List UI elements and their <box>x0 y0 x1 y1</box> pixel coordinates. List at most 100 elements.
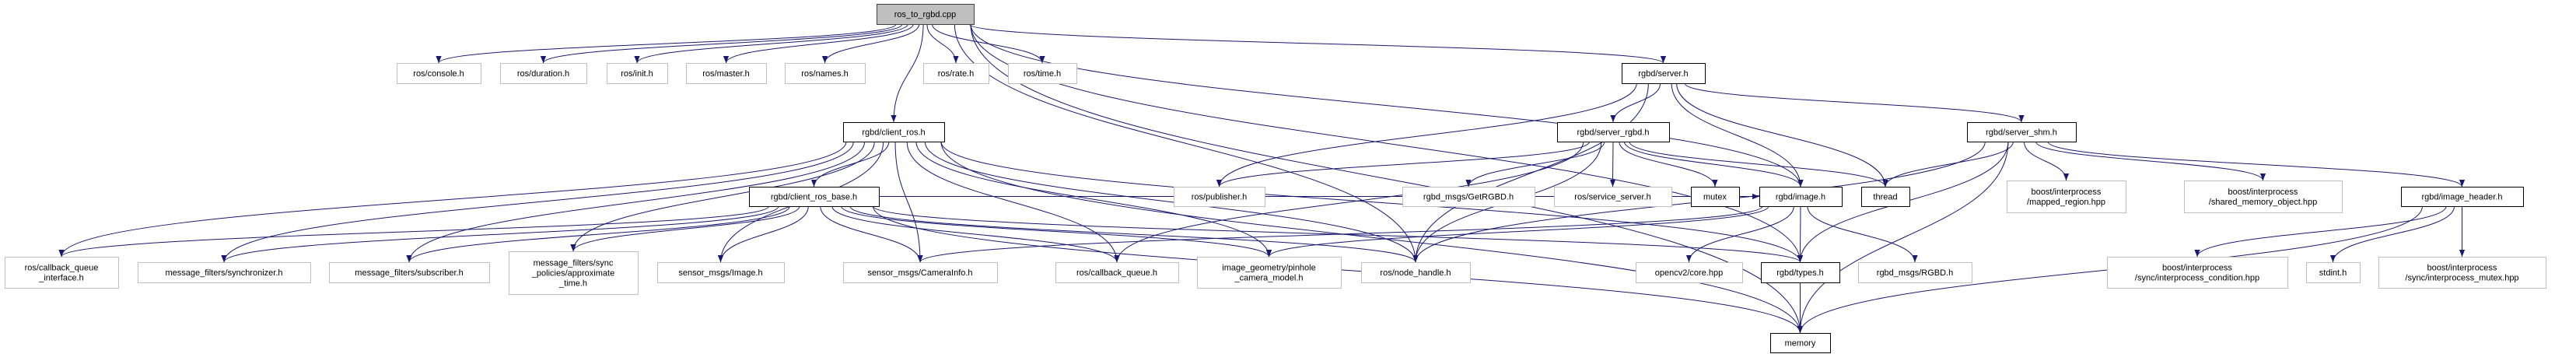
node-box <box>1770 333 1831 353</box>
node-label: boost/interprocess <box>2032 188 2102 197</box>
edge-server-rgbd-to-thread <box>1629 141 1888 188</box>
node-label: ros_to_rgbd.cpp <box>894 10 957 19</box>
node-box <box>5 257 119 289</box>
edge-client-ros-to-synchronizer <box>221 141 854 263</box>
node-box <box>1861 187 1910 207</box>
node-label: rgbd/types.h <box>1776 268 1824 278</box>
node-image-header[interactable]: rgbd/image_header.h <box>2401 187 2524 207</box>
node-label: sensor_msgs/Image.h <box>678 268 762 278</box>
edge-client-ros-to-subscriber <box>406 141 866 263</box>
edge-client-ros-base-to-approx-time <box>570 205 800 252</box>
node-node-handle: ros/node_handle.h <box>1361 262 1471 283</box>
node-mutex[interactable]: mutex <box>1691 187 1740 207</box>
node-label: rgbd/client_ros.h <box>862 128 925 138</box>
node-label: sensor_msgs/CameraInfo.h <box>867 268 972 278</box>
edge-client-ros-base-to-camera-info <box>820 205 923 263</box>
edge-client-ros-base-to-callback-queue <box>831 205 1120 263</box>
node-box <box>1554 187 1672 207</box>
node-box <box>1055 262 1179 283</box>
edge-server-rgbd-to-getrgbd <box>1465 141 1605 188</box>
node-box <box>657 262 785 283</box>
edge-server-shm-to-image-header <box>2047 141 2465 188</box>
node-server[interactable]: rgbd/server.h <box>1622 63 1706 84</box>
edge-client-ros-to-node-handle <box>924 141 1419 263</box>
node-thread[interactable]: thread <box>1861 187 1910 207</box>
edge-server-to-node-handle <box>1412 82 1649 263</box>
node-label: ros/callback_queue.h <box>1076 268 1157 278</box>
node-label: thread <box>1873 193 1897 202</box>
node-label: boost/interprocess <box>2427 264 2497 273</box>
node-label: opencv2/core.hpp <box>1655 268 1723 278</box>
edge-server-to-server-rgbd <box>1610 82 1661 123</box>
edge-root-to-names <box>821 23 920 64</box>
node-time: ros/time.h <box>1008 63 1077 84</box>
node-camera-info: sensor_msgs/CameraInfo.h <box>843 262 998 283</box>
edge-server-shm-to-shared-memory-object <box>2035 141 2266 181</box>
edge-client-ros-base-to-sensor-image <box>717 205 809 263</box>
node-box <box>1361 262 1471 283</box>
node-box <box>686 63 767 84</box>
edge-client-ros-to-callback-queue <box>906 141 1120 263</box>
node-ip-condition: boost/interprocess/sync/interprocess_con… <box>2107 257 2288 289</box>
node-names: ros/names.h <box>785 63 866 84</box>
node-label: rgbd/server_rgbd.h <box>1577 128 1650 138</box>
node-label: _policies/approximate <box>531 269 614 279</box>
node-server-shm[interactable]: rgbd/server_shm.h <box>1967 122 2077 142</box>
edge-root-to-duration <box>541 23 903 64</box>
node-box <box>1008 63 1077 84</box>
edge-client-ros-to-memory <box>940 141 1804 334</box>
edge-server-to-server-shm <box>1684 82 2025 123</box>
node-label: message_filters/synchronizer.h <box>165 268 282 278</box>
edge-server-to-publisher <box>1216 82 1637 188</box>
node-label: rgbd/client_ros_base.h <box>771 193 857 202</box>
node-box <box>843 122 945 142</box>
node-root[interactable]: ros_to_rgbd.cpp <box>877 4 975 25</box>
node-box <box>500 63 587 84</box>
node-memory[interactable]: memory <box>1770 333 1831 353</box>
node-box <box>1174 187 1265 207</box>
node-box <box>1197 257 1342 289</box>
node-box <box>138 262 311 283</box>
node-box <box>1759 187 1843 207</box>
node-client-ros-base[interactable]: rgbd/client_ros_base.h <box>749 187 880 207</box>
node-label: image_geometry/pinhole <box>1222 264 1315 273</box>
node-box <box>1402 187 1535 207</box>
node-sensor-image: sensor_msgs/Image.h <box>657 262 785 283</box>
node-label: rgbd_msgs/RGBD.h <box>1877 268 1953 278</box>
edge-root-to-memory <box>970 23 1804 334</box>
node-label: /mapped_region.hpp <box>2027 198 2105 207</box>
node-stdint: stdint.h <box>2306 262 2361 283</box>
node-box <box>2306 262 2361 283</box>
edge-root-to-time <box>932 23 1045 64</box>
node-opencv-core: opencv2/core.hpp <box>1636 262 1743 283</box>
node-label: ros/master.h <box>702 69 750 79</box>
node-box <box>785 63 866 84</box>
node-box <box>607 63 668 84</box>
edge-server-rgbd-to-callback-queue <box>1114 141 1584 263</box>
edge-root-to-console <box>436 23 897 64</box>
node-cb-queue-interface: ros/callback_queue_interface.h <box>5 257 119 289</box>
node-label: rgbd/image.h <box>1776 193 1825 202</box>
edge-client-ros-base-to-synchronizer <box>221 205 779 263</box>
node-label: _time.h <box>558 279 587 289</box>
node-duration: ros/duration.h <box>500 63 587 84</box>
node-box <box>2401 187 2524 207</box>
node-label: /sync/interprocess_mutex.hpp <box>2405 274 2518 283</box>
node-box <box>1858 262 1972 283</box>
node-label: message_filters/subscriber.h <box>355 268 463 278</box>
node-box <box>1967 122 2077 142</box>
node-server-rgbd[interactable]: rgbd/server_rgbd.h <box>1557 122 1670 142</box>
node-image[interactable]: rgbd/image.h <box>1759 187 1843 207</box>
node-box <box>843 262 998 283</box>
node-box <box>1691 187 1740 207</box>
node-box <box>749 187 880 207</box>
node-types[interactable]: rgbd/types.h <box>1761 262 1840 283</box>
node-client-ros[interactable]: rgbd/client_ros.h <box>843 122 945 142</box>
node-label: rgbd_msgs/GetRGBD.h <box>1423 193 1514 202</box>
node-pinhole: image_geometry/pinhole_camera_model.h <box>1197 257 1342 289</box>
edge-client-ros-to-client-ros-base <box>810 141 890 188</box>
edge-root-to-server <box>968 23 1666 64</box>
node-ip-mutex: boost/interprocess/sync/interprocess_mut… <box>2378 257 2546 289</box>
